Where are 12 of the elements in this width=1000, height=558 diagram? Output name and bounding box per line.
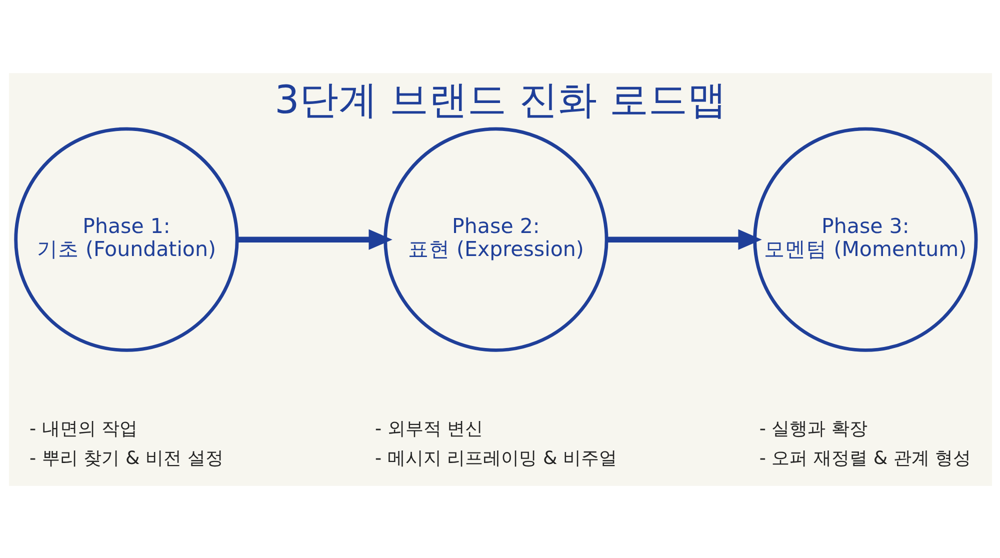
arrow	[606, 228, 762, 250]
node-label: - 뿌리 찾기 & 비전 설정	[29, 448, 223, 469]
node-label: - 내면의 작업	[29, 418, 138, 439]
node-circle: Phase 1: 기초 (Foundation)	[14, 126, 238, 352]
node-label: - 메시지 리프레이밍 & 비주얼	[374, 448, 617, 469]
node-label: - 외부적 변신	[374, 418, 483, 439]
arrow	[236, 228, 392, 250]
node-label: - 실행과 확장	[758, 418, 868, 439]
node-circle: Phase 3: 모멘텀 (Momentum)	[752, 126, 978, 352]
node-circle: Phase 2: 표현 (Expression)	[383, 126, 608, 352]
node-label: - 오퍼 재정렬 & 관계 형성	[758, 448, 971, 469]
diagram-title: 3단계 브랜드 진화 로드맵	[274, 78, 726, 123]
